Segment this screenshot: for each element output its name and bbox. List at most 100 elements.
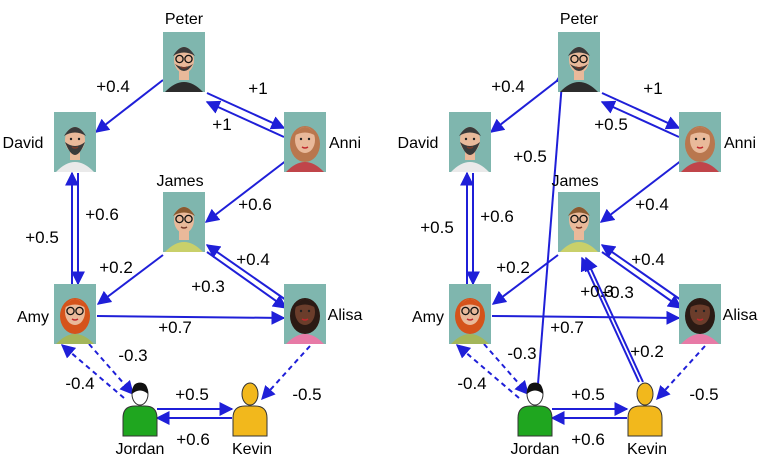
green-user-icon xyxy=(122,382,158,437)
node-name-label: David xyxy=(3,135,44,152)
edge-weight-label: -0.3 xyxy=(507,344,536,363)
edge-weight-label: +1 xyxy=(643,79,662,98)
edge-weight-label: -0.4 xyxy=(457,374,486,393)
edge-peter-to-anni xyxy=(206,92,286,130)
woman-icon xyxy=(679,112,721,172)
edge-alisa-to-james xyxy=(600,244,682,301)
bearded-glasses-man-icon xyxy=(558,32,600,92)
node-name-label: Anni xyxy=(329,135,361,152)
edge-weight-label: +0.5 xyxy=(420,218,454,237)
edge-peter-to-david xyxy=(94,79,164,133)
node-name-label: James xyxy=(156,173,203,190)
edge-jordan-to-peter xyxy=(537,68,569,385)
node-alisa: Alisa xyxy=(679,284,757,344)
node-name-label: Amy xyxy=(412,309,444,326)
glasses-man-icon xyxy=(163,192,205,252)
edge-weight-label: +0.5 xyxy=(25,228,59,247)
edge-weight-label: +0.5 xyxy=(594,115,628,134)
node-name-label: David xyxy=(398,135,439,152)
edge-anni-to-james xyxy=(204,159,288,223)
node-name-label: Alisa xyxy=(328,307,363,324)
edge-weight-label: +0.2 xyxy=(630,342,664,361)
edge-weight-label: +0.6 xyxy=(480,207,514,226)
node-name-label: Kevin xyxy=(627,441,667,458)
edge-weight-label: +0.5 xyxy=(513,147,547,166)
edge-weight-label: +0.4 xyxy=(631,250,665,269)
edge-alisa-to-kevin xyxy=(656,345,706,401)
red-hair-woman-icon xyxy=(54,284,96,344)
edge-weight-label: +0.7 xyxy=(158,318,192,337)
node-jordan: Jordan xyxy=(511,382,560,458)
edge-weight-label: +1 xyxy=(212,115,231,134)
node-kevin: Kevin xyxy=(627,382,667,458)
edge-anni-to-peter xyxy=(600,100,680,138)
node-name-label: Peter xyxy=(165,11,204,28)
edge-weight-label: +0.7 xyxy=(550,318,584,337)
edge-amy-to-alisa xyxy=(491,310,681,325)
edge-weight-label: -0.4 xyxy=(65,374,94,393)
node-name-label: Kevin xyxy=(232,441,272,458)
edge-weight-label: +0.5 xyxy=(571,385,605,404)
node-anni: Anni xyxy=(679,112,756,172)
node-peter: Peter xyxy=(558,11,600,92)
edge-weight-label: +0.3 xyxy=(191,277,225,296)
bearded-man-icon xyxy=(54,112,96,172)
node-amy: Amy xyxy=(412,284,491,344)
edge-peter-to-anni xyxy=(601,92,681,130)
node-name-label: Peter xyxy=(560,11,599,28)
edge-weight-label: +0.4 xyxy=(635,195,669,214)
glasses-man-icon xyxy=(558,192,600,252)
edge-weight-label: +0.6 xyxy=(176,430,210,449)
node-jordan: Jordan xyxy=(116,382,165,458)
edge-jordan-to-amy xyxy=(455,344,520,399)
edge-weight-label: +0.4 xyxy=(491,77,525,96)
node-amy: Amy xyxy=(17,284,96,344)
edge-weight-label: -0.3 xyxy=(118,346,147,365)
red-hair-woman-icon xyxy=(449,284,491,344)
edge-weight-label: +0.6 xyxy=(85,205,119,224)
node-name-label: Jordan xyxy=(511,441,560,458)
edge-amy-to-jordan xyxy=(88,343,134,396)
edge-james-to-amy xyxy=(96,254,164,305)
edge-weight-label: +1 xyxy=(248,79,267,98)
node-kevin: Kevin xyxy=(232,382,272,458)
yellow-user-icon xyxy=(232,382,268,437)
edge-weight-label: -0.5 xyxy=(689,385,718,404)
edge-weight-label: +0.6 xyxy=(571,430,605,449)
edge-james-to-alisa xyxy=(206,251,288,309)
node-name-label: Jordan xyxy=(116,441,165,458)
edge-weight-label: +0.3 xyxy=(600,283,634,302)
node-name-label: Alisa xyxy=(723,307,758,324)
node-alisa: Alisa xyxy=(284,284,362,344)
edge-weight-label: +0.4 xyxy=(96,77,130,96)
edge-weight-label: +0.6 xyxy=(238,195,272,214)
node-peter: Peter xyxy=(163,11,205,92)
node-james: James xyxy=(551,173,600,252)
bearded-man-icon xyxy=(449,112,491,172)
node-david: David xyxy=(398,112,491,172)
edge-weight-label: +0.2 xyxy=(99,258,133,277)
right-panel: +0.4 +1 +0.5 +0.4 +0.6 +0.5 +0.2 +0.4 +0.3 +0.7 -0… xyxy=(398,11,758,458)
edge-james-to-alisa xyxy=(601,251,683,309)
edge-anni-to-peter xyxy=(205,100,285,138)
edge-alisa-to-kevin xyxy=(261,345,311,401)
node-anni: Anni xyxy=(284,112,361,172)
edge-kevin-to-james xyxy=(584,256,644,383)
node-name-label: Amy xyxy=(17,309,49,326)
edge-weight-label: -0.5 xyxy=(292,385,321,404)
edge-jordan-to-amy xyxy=(60,344,125,399)
node-name-label: Anni xyxy=(724,135,756,152)
left-panel: +0.4 +1 +1 +0.6 +0.6 +0.5 +0.2 +0.4 +0.3 +0.7 -0.3… xyxy=(3,11,363,458)
edge-weight-label: +0.2 xyxy=(496,258,530,277)
bearded-glasses-man-icon xyxy=(163,32,205,92)
edge-alisa-to-james xyxy=(205,244,287,301)
edge-weight-label: +0.4 xyxy=(236,250,270,269)
woman-icon xyxy=(284,112,326,172)
edge-amy-to-alisa xyxy=(96,310,286,325)
yellow-user-icon xyxy=(627,382,663,437)
node-david: David xyxy=(3,112,96,172)
edge-peter-to-david xyxy=(489,79,559,133)
dark-hair-woman-icon xyxy=(679,284,721,344)
edge-weight-label: +0.3 xyxy=(580,282,614,301)
